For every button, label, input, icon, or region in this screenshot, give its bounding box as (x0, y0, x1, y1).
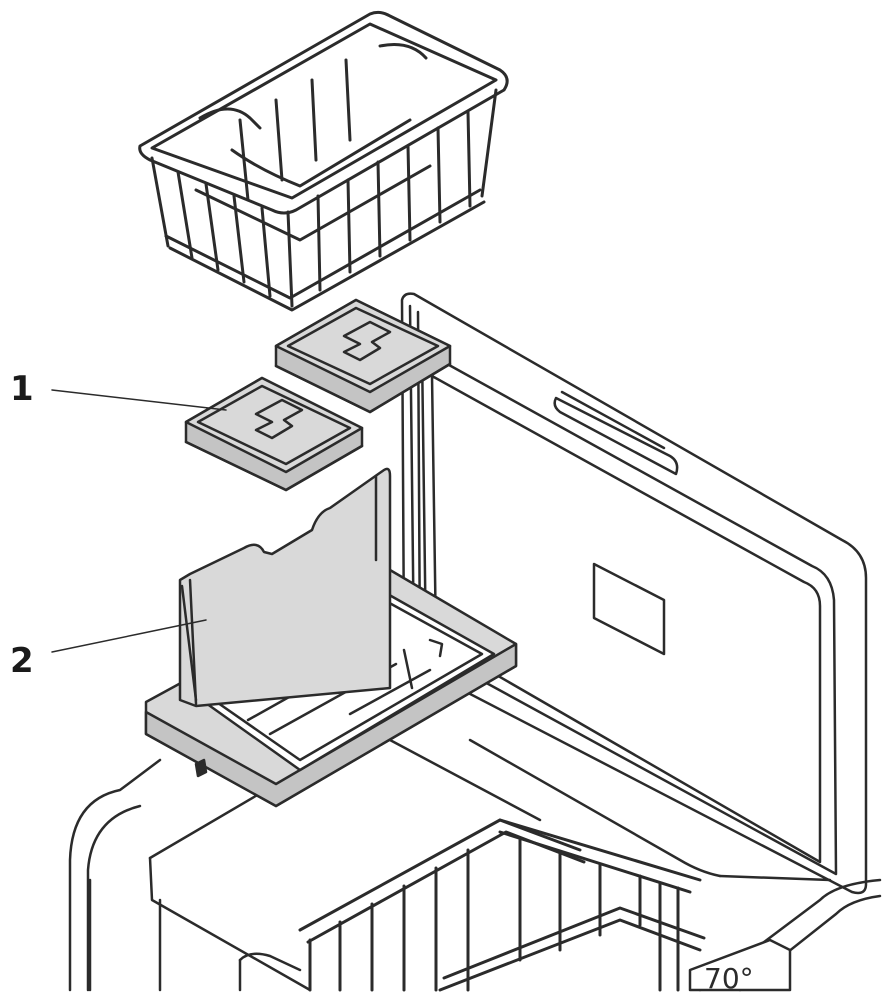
leader-line-2 (51, 619, 207, 653)
ice-tray (144, 467, 518, 808)
leader-line-1 (51, 389, 227, 411)
callout-leaders (51, 389, 227, 653)
freezer-lid (400, 292, 868, 895)
top-wire-basket (138, 10, 509, 312)
callout-number-2: 2 (10, 641, 34, 681)
accumulator-plate-front (184, 376, 364, 492)
temperature-display-text: 70° (704, 962, 754, 993)
inner-wire-basket (298, 818, 706, 992)
freezer-body: 70° (68, 738, 882, 993)
callout-number-1: 1 (10, 369, 34, 409)
accumulator-plate-back (274, 298, 452, 414)
